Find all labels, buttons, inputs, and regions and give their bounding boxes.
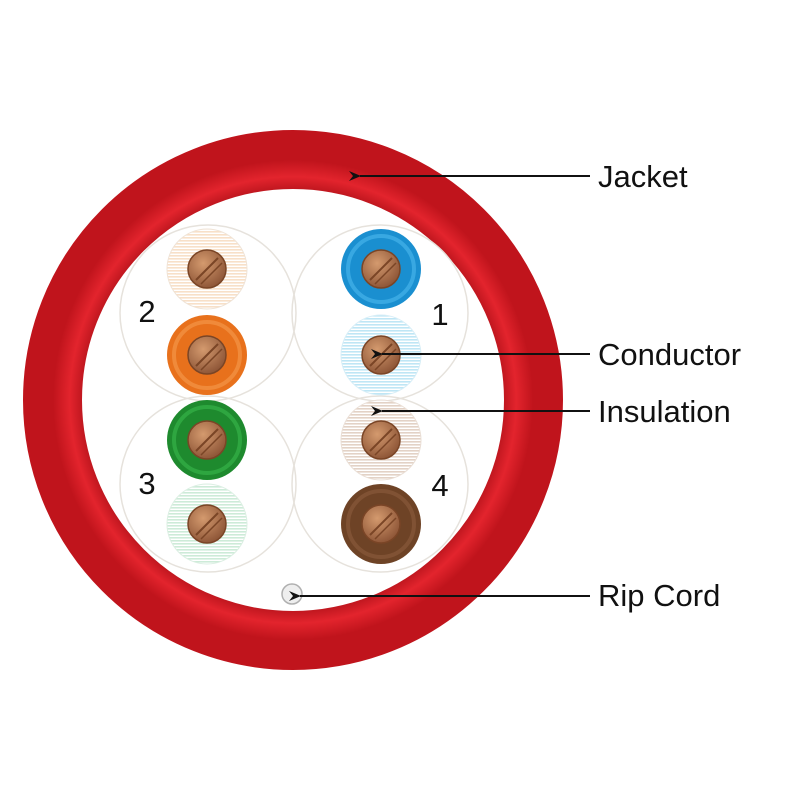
label-rip-cord: Rip Cord [598,578,720,613]
wire-brown [341,484,421,564]
wire-green-white [166,483,248,565]
wire-blue [341,229,421,309]
pair-number-2: 2 [138,294,155,329]
pair-outline-4 [291,395,469,573]
jacket-ring [24,131,562,669]
wire-orange [167,315,247,395]
pair-number-3: 3 [138,466,155,501]
label-insulation: Insulation [598,394,731,429]
wire-green [167,400,247,480]
rip-cord [281,583,303,605]
wire-brown-white [340,399,422,481]
label-conductor: Conductor [598,337,741,372]
label-jacket: Jacket [598,159,688,194]
pair-outline-3 [119,395,297,573]
pair-number-4: 4 [431,468,448,503]
wire-orange-white [166,228,248,310]
pair-number-1: 1 [431,297,448,332]
jacket-outer-edge [23,130,563,670]
